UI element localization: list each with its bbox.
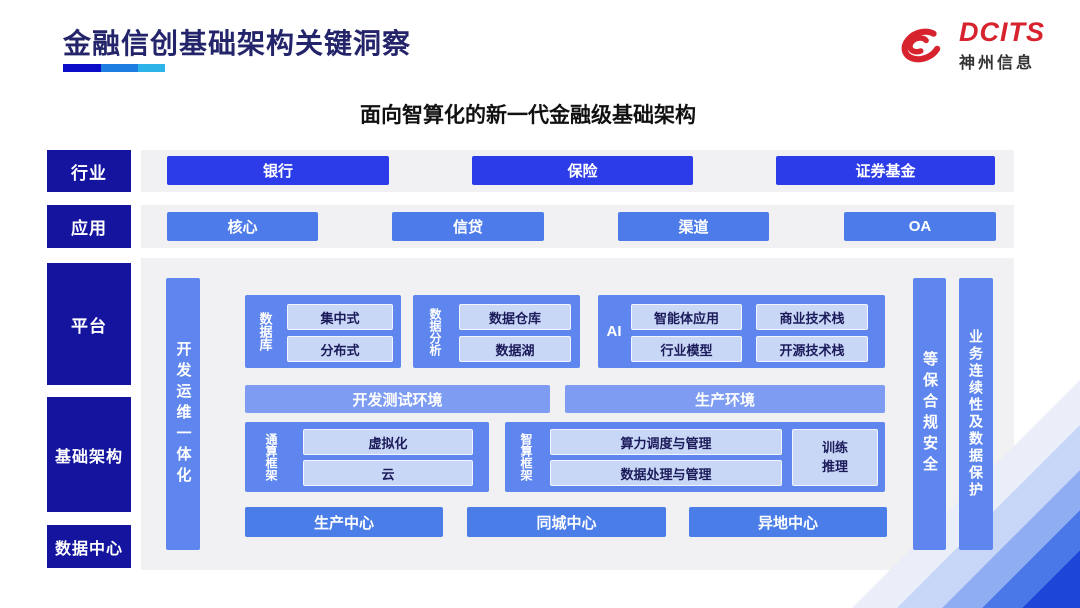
pillar-compliance: 等保合规安全 xyxy=(913,278,946,550)
general-computing-group: 通算框架 虚拟化 云 xyxy=(245,422,489,492)
database-group-label: 数据库 xyxy=(245,295,285,368)
ai-group-label: AI xyxy=(598,295,630,368)
pillar-devops-label: 开发运维一体化 xyxy=(174,340,192,488)
application-item-oa: OA xyxy=(844,212,996,241)
dc-remote-center: 异地中心 xyxy=(689,507,887,537)
chip-opensource-stack: 开源技术栈 xyxy=(756,336,868,362)
row-label-datacenter: 数据中心 xyxy=(47,525,131,568)
row-label-application: 应用 xyxy=(47,205,131,248)
pillar-compliance-label: 等保合规安全 xyxy=(921,351,938,477)
intelligent-computing-label: 智算框架 xyxy=(505,422,547,492)
title-underline xyxy=(63,64,165,72)
ai-group-label-text: AI xyxy=(606,323,622,340)
application-item-channel: 渠道 xyxy=(618,212,769,241)
dc-samecity-center: 同城中心 xyxy=(467,507,666,537)
devtest-env-bar: 开发测试环境 xyxy=(245,385,550,413)
intelligent-computing-label-text: 智算框架 xyxy=(519,433,533,481)
row-label-industry: 行业 xyxy=(47,150,131,192)
application-item-core: 核心 xyxy=(167,212,318,241)
row-label-infrastructure: 基础架构 xyxy=(47,397,131,512)
general-computing-label: 通算框架 xyxy=(245,422,297,492)
logo-company: 神州信息 xyxy=(959,55,1036,73)
pillar-devops: 开发运维一体化 xyxy=(166,278,200,550)
ai-group: AI 智能体应用 商业技术栈 行业模型 开源技术栈 xyxy=(598,295,885,368)
pillar-continuity-label: 业务连续性及数据保护 xyxy=(968,329,984,499)
industry-item-securities: 证券基金 xyxy=(776,156,995,185)
chip-training-inference-text: 训练推理 xyxy=(821,439,848,474)
chip-data-warehouse: 数据仓库 xyxy=(459,304,571,330)
underline-segment xyxy=(63,64,101,72)
dcits-swirl-icon xyxy=(893,20,951,72)
logo-brand: DCITS xyxy=(959,17,1045,47)
pillar-continuity: 业务连续性及数据保护 xyxy=(959,278,993,550)
production-env-bar: 生产环境 xyxy=(565,385,885,413)
chip-cloud: 云 xyxy=(303,460,473,486)
chip-virtualization: 虚拟化 xyxy=(303,429,473,455)
row-label-platform: 平台 xyxy=(47,263,131,385)
diagram-title: 面向智算化的新一代金融级基础架构 xyxy=(360,104,696,127)
analytics-group-label: 数据分析 xyxy=(413,295,457,368)
application-item-credit: 信贷 xyxy=(392,212,544,241)
intelligent-computing-group: 智算框架 算力调度与管理 数据处理与管理 训练推理 xyxy=(505,422,885,492)
underline-segment xyxy=(138,64,165,72)
chip-data-lake: 数据湖 xyxy=(459,336,571,362)
analytics-group: 数据分析 数据仓库 数据湖 xyxy=(413,295,580,368)
database-group: 数据库 集中式 分布式 xyxy=(245,295,401,368)
general-computing-label-text: 通算框架 xyxy=(264,433,278,481)
chip-industry-models: 行业模型 xyxy=(631,336,742,362)
chip-compute-scheduling: 算力调度与管理 xyxy=(550,429,782,455)
chip-centralized: 集中式 xyxy=(287,304,393,330)
chip-data-processing: 数据处理与管理 xyxy=(550,460,782,486)
chip-agent-apps: 智能体应用 xyxy=(631,304,742,330)
dcits-logo: DCITS 神州信息 xyxy=(893,18,1045,73)
analytics-group-label-text: 数据分析 xyxy=(428,307,442,356)
chip-commercial-stack: 商业技术栈 xyxy=(756,304,868,330)
logo-text: DCITS 神州信息 xyxy=(959,18,1045,73)
industry-item-bank: 银行 xyxy=(167,156,389,185)
chip-distributed: 分布式 xyxy=(287,336,393,362)
dc-production-center: 生产中心 xyxy=(245,507,443,537)
chip-training-inference: 训练推理 xyxy=(792,429,878,486)
underline-segment xyxy=(101,64,138,72)
industry-item-insurance: 保险 xyxy=(472,156,693,185)
database-group-label-text: 数据库 xyxy=(257,312,273,351)
page-title: 金融信创基础架构关键洞察 xyxy=(63,28,412,59)
